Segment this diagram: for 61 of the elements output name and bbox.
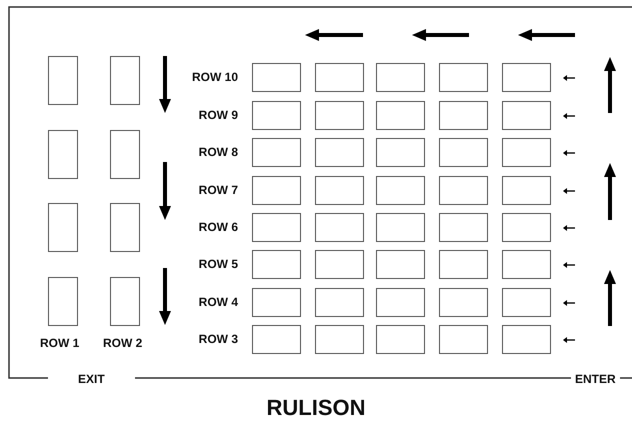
table-box [376,63,425,92]
table-box [439,213,488,242]
title: RULISON [266,395,366,421]
table-box [315,213,364,242]
row-label: ROW 9 [198,108,238,122]
table-box [376,288,425,317]
row-label: ROW 2 [103,336,142,350]
table-box [315,325,364,354]
table-box [48,203,78,252]
table-box [376,325,425,354]
table-box [315,176,364,205]
table-box [315,288,364,317]
table-box [502,213,551,242]
table-box [502,325,551,354]
table-box [252,325,301,354]
table-box [315,138,364,167]
table-box [439,176,488,205]
entry-label: ENTER [571,372,620,386]
table-box [502,176,551,205]
table-box [315,250,364,279]
table-box [252,101,301,130]
table-box [315,63,364,92]
table-box [439,101,488,130]
row-label: ROW 3 [198,332,238,346]
table-box [502,138,551,167]
table-box [502,250,551,279]
row-label: ROW 8 [198,145,238,159]
table-box [252,288,301,317]
table-box [376,213,425,242]
table-box [376,250,425,279]
table-box [110,56,140,105]
table-box [376,101,425,130]
row-label: ROW 1 [40,336,80,350]
table-box [439,63,488,92]
table-box [110,130,140,179]
table-box [439,325,488,354]
table-box [376,176,425,205]
table-box [48,130,78,179]
row-label: ROW 7 [198,183,238,197]
table-box [48,277,78,326]
table-box [315,101,364,130]
table-box [439,250,488,279]
table-box [502,63,551,92]
table-box [502,288,551,317]
table-box [252,138,301,167]
exit-label: EXIT [48,372,135,386]
table-box [439,138,488,167]
row-label: ROW 5 [198,257,238,271]
row-label: ROW 6 [198,220,238,234]
table-box [252,176,301,205]
table-box [252,213,301,242]
table-box [110,203,140,252]
table-box [376,138,425,167]
table-box [48,56,78,105]
row-label: ROW 10 [192,70,238,84]
table-box [439,288,488,317]
table-box [110,277,140,326]
table-box [252,63,301,92]
table-box [252,250,301,279]
row-label: ROW 4 [198,295,238,309]
table-box [502,101,551,130]
